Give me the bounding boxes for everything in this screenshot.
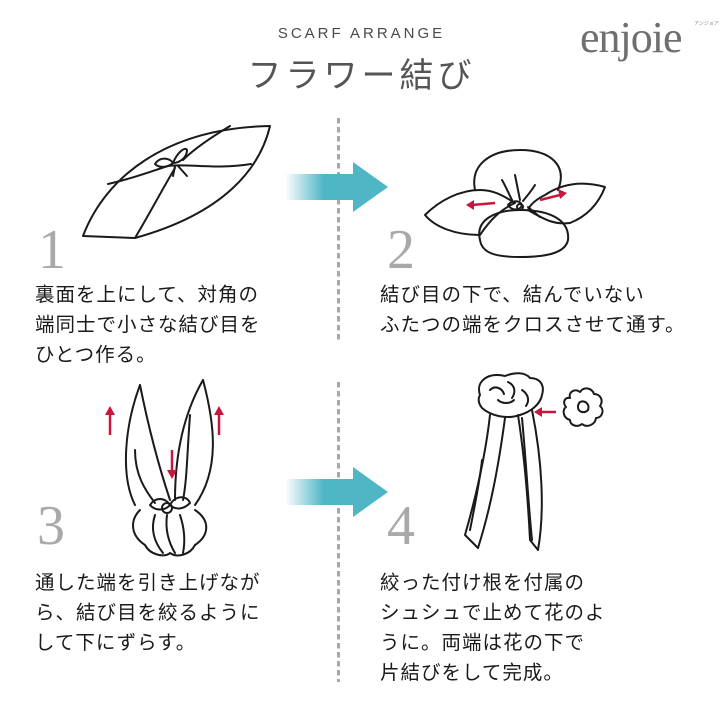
page-title: フラワー結び	[247, 56, 476, 96]
step-line: 片結びをして完成。	[380, 661, 564, 684]
step-line: ら、結び目を絞るように	[35, 601, 261, 624]
step-line: して下にずらす。	[35, 631, 197, 654]
header-subtitle: SCARF ARRANGE	[277, 25, 446, 42]
step-instruction-2: 結び目の下で、結んでいない ふたつの端をクロスさせて通す。	[380, 280, 686, 340]
step-line: うに。両端は花の下で	[380, 631, 586, 654]
brand-logo-text: enjoie	[580, 13, 683, 62]
direction-arrow-icon	[534, 407, 556, 417]
step-line: 絞った付け根を付属の	[380, 571, 586, 594]
direction-arrow-icon	[466, 189, 567, 210]
step-number-4: 4	[387, 495, 415, 557]
step-line: 通した端を引き上げなが	[35, 571, 261, 594]
step-line: 端同士で小さな結び目を	[35, 313, 261, 336]
scarf-diagonal-knot-illustration-icon	[75, 118, 275, 243]
step-line: ひとつ作る。	[35, 343, 157, 366]
step-number-3: 3	[37, 495, 65, 557]
step-line: ふたつの端をクロスさせて通す。	[380, 313, 686, 336]
step-line: 結び目の下で、結んでいない	[380, 283, 645, 306]
step-instruction-1: 裏面を上にして、対角の 端同士で小さな結び目を ひとつ作る。	[35, 280, 261, 370]
brand-logo: enjoie アンジョア	[580, 12, 720, 67]
step-line: シュシュで止めて花のよ	[380, 601, 606, 624]
scarf-pull-up-illustration-icon	[95, 375, 245, 560]
divider-bottom	[337, 382, 340, 682]
next-step-arrow-icon	[285, 465, 395, 519]
step-instruction-4: 絞った付け根を付属の シュシュで止めて花のよ うに。両端は花の下で 片結びをして…	[380, 568, 606, 688]
direction-arrow-icon	[105, 406, 224, 479]
scarf-scrunchie-flower-illustration-icon	[460, 370, 620, 555]
scarf-cross-ends-illustration-icon	[420, 145, 610, 260]
step-number-1: 1	[38, 219, 66, 281]
step-line: 裏面を上にして、対角の	[35, 283, 259, 306]
divider-top	[337, 118, 340, 342]
step-instruction-3: 通した端を引き上げなが ら、結び目を絞るように して下にずらす。	[35, 568, 261, 658]
step-number-2: 2	[387, 219, 415, 281]
scrunchie-icon	[562, 387, 604, 427]
next-step-arrow-icon	[285, 160, 395, 214]
brand-logo-subtext: アンジョア	[694, 21, 719, 27]
